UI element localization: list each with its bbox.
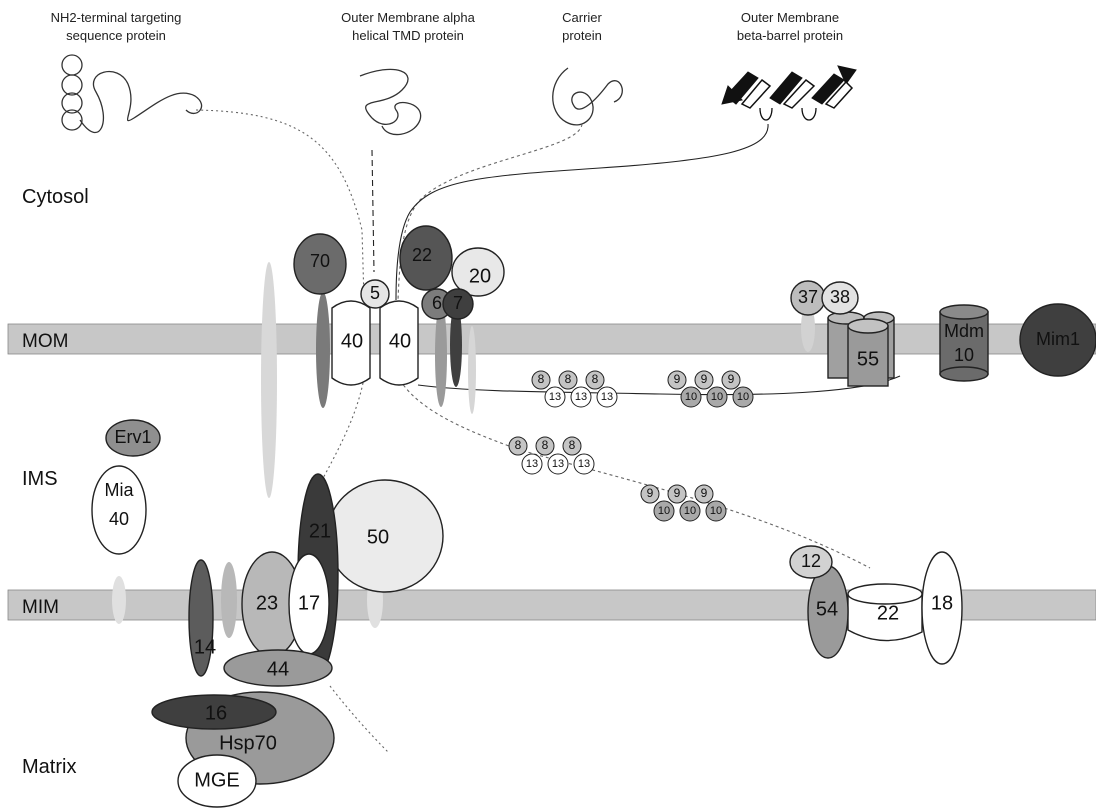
header-nh2-targeting: NH2-terminal targeting sequence protein bbox=[51, 10, 182, 43]
tim8-lower-2-label: 8 bbox=[542, 438, 549, 452]
nh2-substrate-sketch bbox=[62, 55, 202, 132]
tim16-label: 16 bbox=[205, 702, 227, 724]
header-beta-barrel: Outer Membrane beta-barrel protein bbox=[737, 10, 843, 43]
tim13-lower-1-label: 13 bbox=[526, 458, 538, 470]
outer-membrane-label: MOM bbox=[22, 331, 68, 352]
tom40-label-left: 40 bbox=[341, 330, 363, 352]
tim10-lower-1-label: 10 bbox=[658, 505, 670, 517]
mdm10-label-line1: Mdm bbox=[944, 321, 984, 341]
tim54-label: 54 bbox=[816, 598, 838, 620]
tim22-complex: 22 54 12 18 bbox=[790, 546, 962, 664]
tim23-intermembrane-stalk bbox=[261, 262, 277, 498]
small-tims-lower: 8 8 8 13 13 13 9 9 9 10 10 10 bbox=[509, 437, 726, 521]
tom22-label: 22 bbox=[412, 245, 432, 265]
header-nh2-line2: sequence protein bbox=[66, 28, 166, 43]
tim44-label: 44 bbox=[267, 658, 289, 680]
mia40-label-line2: 40 bbox=[109, 509, 129, 529]
tom20-anchor bbox=[468, 326, 476, 414]
header-alpha-line1: Outer Membrane alpha bbox=[341, 10, 475, 25]
outer-membrane-band bbox=[8, 324, 1096, 354]
tom7-label: 7 bbox=[453, 293, 463, 313]
tom40-label-right: 40 bbox=[389, 330, 411, 352]
tim13-upper-3-label: 13 bbox=[601, 391, 613, 403]
sam55-barrel-front-top bbox=[848, 319, 888, 333]
tim8-lower-3-label: 8 bbox=[569, 438, 576, 452]
beta-ims-path bbox=[418, 376, 900, 395]
tim8-upper-3-label: 8 bbox=[592, 372, 599, 386]
tim10-lower-3-label: 10 bbox=[710, 505, 722, 517]
tim21-label: 21 bbox=[309, 520, 331, 542]
inner-membrane-label: MIM bbox=[22, 597, 59, 618]
tim23-side-stalk bbox=[221, 562, 237, 638]
tim9-lower-2-label: 9 bbox=[674, 486, 681, 500]
tim9-upper-2-label: 9 bbox=[701, 372, 708, 386]
tim10-lower-2-label: 10 bbox=[684, 505, 696, 517]
alpha-substrate-sketch bbox=[360, 69, 421, 134]
mdm10-label-line2: 10 bbox=[954, 345, 974, 365]
tim13-upper-2-label: 13 bbox=[575, 391, 587, 403]
carrier-substrate-sketch bbox=[553, 68, 623, 125]
header-alpha-helical: Outer Membrane alpha helical TMD protein bbox=[341, 10, 475, 43]
tim23-label: 23 bbox=[256, 592, 278, 614]
tim10-upper-2-label: 10 bbox=[711, 391, 723, 403]
tom70-label: 70 bbox=[310, 251, 330, 271]
tim18-label: 18 bbox=[931, 592, 953, 614]
cytosol-label: Cytosol bbox=[22, 186, 89, 208]
tim50-label: 50 bbox=[367, 526, 389, 548]
presequence-ims-path bbox=[322, 378, 364, 480]
sam38-label: 38 bbox=[830, 287, 850, 307]
header-carrier-line2: protein bbox=[562, 28, 602, 43]
header-carrier-line1: Carrier bbox=[562, 10, 602, 25]
header-nh2-line1: NH2-terminal targeting bbox=[51, 10, 182, 25]
sam55-label: 55 bbox=[857, 348, 879, 370]
tim13-upper-1-label: 13 bbox=[549, 391, 561, 403]
tim10-upper-3-label: 10 bbox=[737, 391, 749, 403]
tim13-lower-2-label: 13 bbox=[552, 458, 564, 470]
tim14-subunit bbox=[189, 560, 213, 676]
header-alpha-line2: helical TMD protein bbox=[352, 28, 464, 43]
tim17-label: 17 bbox=[298, 592, 320, 614]
tim8-upper-2-label: 8 bbox=[565, 372, 572, 386]
alpha-path-line bbox=[372, 150, 374, 272]
tim8-upper-1-label: 8 bbox=[538, 372, 545, 386]
tim9-upper-3-label: 9 bbox=[728, 372, 735, 386]
ims-label: IMS bbox=[22, 468, 58, 490]
mge-label: MGE bbox=[194, 769, 240, 791]
tim22-channel-top bbox=[848, 584, 922, 604]
tim8-lower-1-label: 8 bbox=[515, 438, 522, 452]
tim23-complex: 50 21 14 23 17 44 Hsp70 16 MGE bbox=[152, 474, 443, 807]
tim9-lower-1-label: 9 bbox=[647, 486, 654, 500]
tim13-lower-3-label: 13 bbox=[578, 458, 590, 470]
header-carrier: Carrier protein bbox=[562, 10, 602, 43]
sam37-label: 37 bbox=[798, 287, 818, 307]
mdm10-top bbox=[940, 305, 988, 319]
mdm10-barrel: Mdm 10 bbox=[940, 305, 988, 381]
mdm10-bottom bbox=[940, 367, 988, 381]
tom5-label: 5 bbox=[370, 283, 380, 303]
header-beta-line2: beta-barrel protein bbox=[737, 28, 843, 43]
header-beta-line1: Outer Membrane bbox=[741, 10, 839, 25]
tim12-label: 12 bbox=[801, 551, 821, 571]
tom70-anchor bbox=[316, 292, 330, 408]
tim10-upper-1-label: 10 bbox=[685, 391, 697, 403]
matrix-label: Matrix bbox=[22, 756, 76, 778]
sam-complex: 55 37 38 bbox=[791, 281, 894, 386]
mim1-label: Mim1 bbox=[1036, 329, 1080, 349]
tim14-label: 14 bbox=[194, 636, 216, 658]
beta-barrel-substrate-sketch bbox=[722, 66, 856, 120]
erv1-label: Erv1 bbox=[114, 427, 151, 447]
tom-complex: 40 40 70 5 22 20 6 7 bbox=[294, 226, 504, 414]
mia40-anchor-stalk bbox=[112, 576, 126, 624]
hsp70-label: Hsp70 bbox=[219, 732, 277, 754]
tom6-label: 6 bbox=[432, 293, 442, 313]
matrix-exit-path bbox=[330, 686, 388, 752]
tim9-lower-3-label: 9 bbox=[701, 486, 708, 500]
tim9-upper-1-label: 9 bbox=[674, 372, 681, 386]
small-tims-upper: 8 8 8 13 13 13 9 9 9 10 10 10 bbox=[532, 371, 753, 407]
mia40-label-line1: Mia bbox=[104, 480, 134, 500]
tom20-label: 20 bbox=[469, 265, 491, 287]
tim22-label: 22 bbox=[877, 602, 899, 624]
